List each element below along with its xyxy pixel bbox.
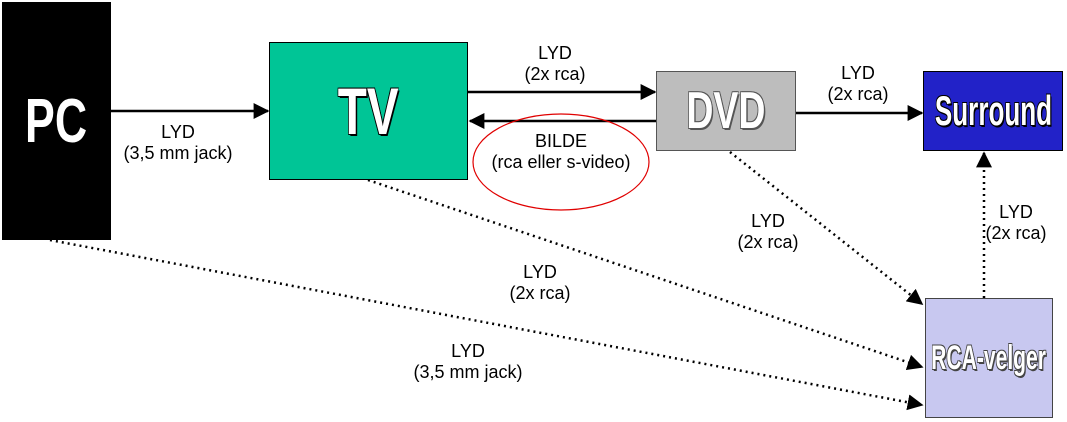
label-dvd-rca-line2: (2x rca) xyxy=(737,232,799,252)
label-tv-rca-line2: (2x rca) xyxy=(509,283,571,303)
label-rca-surround-line1: LYD xyxy=(999,202,1033,222)
node-dvd: DVD xyxy=(656,71,796,151)
label-dvd-surround-line1: LYD xyxy=(841,63,875,83)
label-tv-rca-line1: LYD xyxy=(523,262,557,282)
node-rca-velger: RCA-velger xyxy=(925,298,1053,418)
label-dvd-surround-line2: (2x rca) xyxy=(827,84,889,104)
label-pc-rca-line2: (3,5 mm jack) xyxy=(413,362,523,382)
node-tv-label: TV xyxy=(338,74,399,148)
arrow-pc-rca xyxy=(49,238,924,411)
label-tv-dvd: LYD (2x rca) xyxy=(505,43,605,85)
node-rca-label: RCA-velger xyxy=(931,338,1047,377)
arrow-tv-rca xyxy=(367,178,924,370)
label-pc-tv-line1: LYD xyxy=(161,122,195,142)
node-surround: Surround xyxy=(923,71,1063,151)
label-pc-tv: LYD (3,5 mm jack) xyxy=(118,122,238,164)
label-dvd-surround: LYD (2x rca) xyxy=(808,63,908,105)
highlight-ellipse xyxy=(472,113,650,211)
label-pc-tv-line2: (3,5 mm jack) xyxy=(123,143,233,163)
label-tv-dvd-line2: (2x rca) xyxy=(524,64,586,84)
label-rca-surround: LYD (2x rca) xyxy=(966,202,1066,244)
node-dvd-label: DVD xyxy=(686,82,766,140)
label-pc-rca-line1: LYD xyxy=(451,341,485,361)
label-dvd-rca: LYD (2x rca) xyxy=(718,211,818,253)
label-tv-dvd-line1: LYD xyxy=(538,43,572,63)
label-dvd-tv-line1: BILDE xyxy=(534,131,588,151)
label-dvd-rca-line1: LYD xyxy=(751,211,785,231)
label-rca-surround-line2: (2x rca) xyxy=(985,223,1047,243)
label-pc-rca: LYD (3,5 mm jack) xyxy=(406,341,530,383)
label-dvd-tv-line2: (rca eller s-video) xyxy=(491,152,631,172)
node-surround-label: Surround xyxy=(934,87,1052,134)
arrow-dvd-rca xyxy=(729,151,924,305)
node-tv: TV xyxy=(269,42,468,180)
node-pc-label: PC xyxy=(25,86,88,156)
label-tv-rca: LYD (2x rca) xyxy=(490,262,590,304)
node-pc: PC xyxy=(2,2,111,240)
label-dvd-tv: BILDE (rca eller s-video) xyxy=(478,131,644,173)
